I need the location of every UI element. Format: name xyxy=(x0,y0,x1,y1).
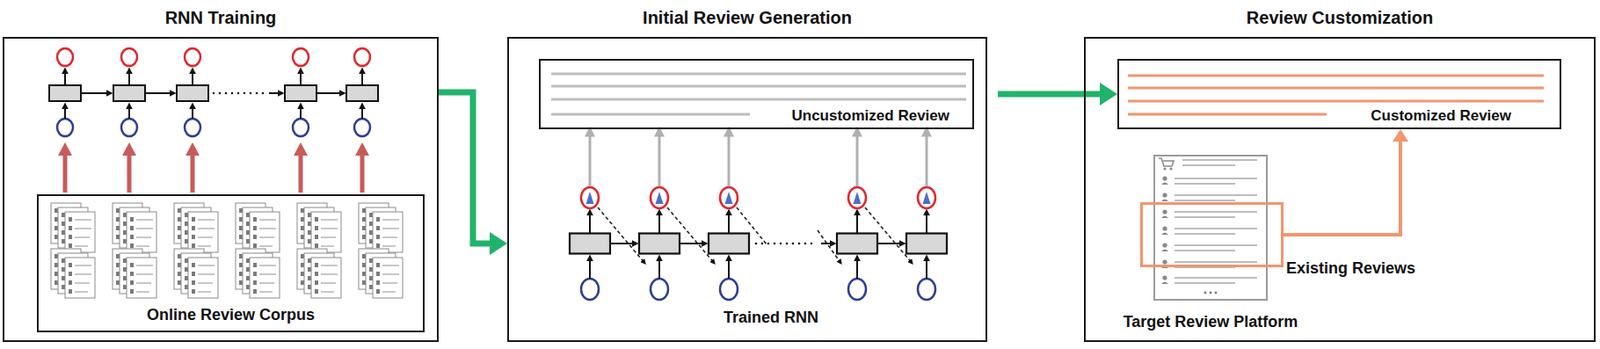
review-stack xyxy=(50,203,95,299)
stage-panel: Review CustomizationCustomized ReviewTar… xyxy=(1083,36,1596,342)
flow-line xyxy=(438,92,492,244)
platform-page: Target Review Platform xyxy=(1153,154,1268,301)
recurrent-arrow xyxy=(316,92,345,95)
review-stack xyxy=(235,203,280,299)
recurrent-arrow xyxy=(821,242,836,245)
stage-panel: RNN TrainingOnline Review Corpus xyxy=(2,36,439,342)
cart-icon xyxy=(1158,158,1174,167)
feedback-arrow xyxy=(597,207,646,264)
feedback-arrow xyxy=(817,230,842,264)
rnn-unit xyxy=(113,48,146,137)
review-box: Uncustomized Review xyxy=(538,58,975,130)
arrow-head xyxy=(1392,129,1409,142)
flow-arrow xyxy=(997,82,1118,106)
recurrent-arrow xyxy=(877,242,905,245)
arrow-head xyxy=(1099,82,1118,106)
rnn-unit xyxy=(906,128,947,300)
review-stack xyxy=(358,203,403,299)
rnn-unit xyxy=(49,48,81,137)
review-stack xyxy=(174,203,219,299)
flow-line xyxy=(1283,139,1401,235)
input-arrow xyxy=(185,142,200,193)
review-row xyxy=(1161,275,1258,284)
ellipsis-dots xyxy=(1204,291,1208,295)
panel-title: Review Customization xyxy=(1085,7,1594,29)
feedback-arrow xyxy=(736,207,767,245)
cart-icon xyxy=(1169,167,1172,170)
box-label: Online Review Corpus xyxy=(38,305,423,326)
box-label: Customized Review xyxy=(1370,107,1512,125)
ellipsis-dots xyxy=(213,92,264,95)
rnn-unit xyxy=(346,48,379,137)
cart-icon xyxy=(1163,167,1166,170)
input-arrow xyxy=(293,142,308,193)
feedback-arrow xyxy=(865,207,913,264)
review-row xyxy=(1161,209,1258,219)
recurrent-arrow xyxy=(679,242,707,245)
input-arrow xyxy=(58,142,73,193)
review-box: Customized Review xyxy=(1117,58,1562,130)
flow-line xyxy=(997,91,1102,98)
feedback-arrow xyxy=(667,207,715,264)
review-stack xyxy=(112,203,157,299)
flow-arrow xyxy=(438,92,508,255)
arrow-head xyxy=(489,232,508,255)
panel-title: RNN Training xyxy=(4,7,437,29)
review-row xyxy=(1161,242,1258,252)
box-label: Uncustomized Review xyxy=(792,107,951,125)
review-stack xyxy=(297,203,342,299)
highlight-label: Existing Reviews xyxy=(1286,259,1416,279)
highlight-box: Existing Reviews xyxy=(1140,202,1284,268)
input-arrow xyxy=(122,142,137,193)
flow-arrow xyxy=(1283,129,1409,235)
rnn-unit xyxy=(284,48,317,137)
review-row xyxy=(1161,175,1258,185)
review-row xyxy=(1161,225,1258,235)
recurrent-link xyxy=(80,92,345,95)
ellipsis-dots xyxy=(1214,291,1218,295)
panel-title: Initial Review Generation xyxy=(509,7,986,29)
review-row xyxy=(1161,192,1258,202)
recurrent-arrow xyxy=(80,92,112,95)
stage-panel: Initial Review GenerationUncustomized Re… xyxy=(507,36,988,342)
caption-label: Trained RNN xyxy=(665,308,877,328)
text-line xyxy=(1182,160,1258,166)
recurrent-arrow xyxy=(610,242,638,245)
recurrent-arrow xyxy=(145,92,175,95)
ellipsis-dots xyxy=(1209,291,1213,295)
corpus-box: Online Review Corpus xyxy=(36,194,425,333)
rnn-unit xyxy=(176,48,209,137)
recurrent-arrow xyxy=(269,92,284,95)
page-label: Target Review Platform xyxy=(1093,312,1328,333)
input-arrow xyxy=(355,142,370,193)
